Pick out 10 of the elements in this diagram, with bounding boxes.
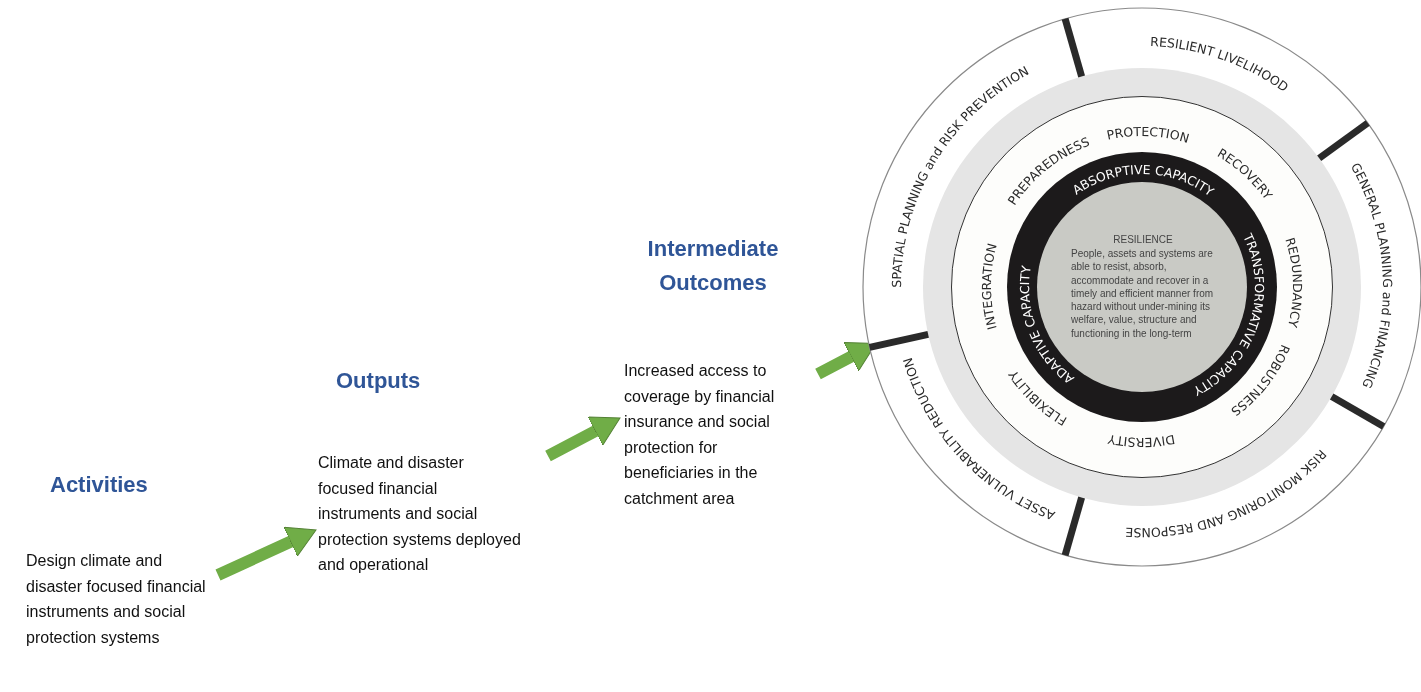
stage-description: Increased access to coverage by financial insurance and social protection for beneficiaries in the catchment area [624, 361, 776, 509]
stage-description: Design climate and disaster focused financial instruments and social protection systems [26, 551, 207, 648]
arrow [215, 524, 319, 581]
core-title: RESILIENCE [1113, 234, 1173, 246]
stage-description: Climate and disaster focused financial instruments and social protection systems deployed and operational [318, 453, 522, 575]
stage-heading: Intermediate Outcomes [646, 235, 780, 297]
ring-label: PROTECTION [1105, 123, 1191, 146]
stage-heading: Outputs [336, 367, 421, 395]
ring-label: DIVERSITY [1106, 431, 1177, 451]
stage-heading: Activities [50, 471, 148, 499]
